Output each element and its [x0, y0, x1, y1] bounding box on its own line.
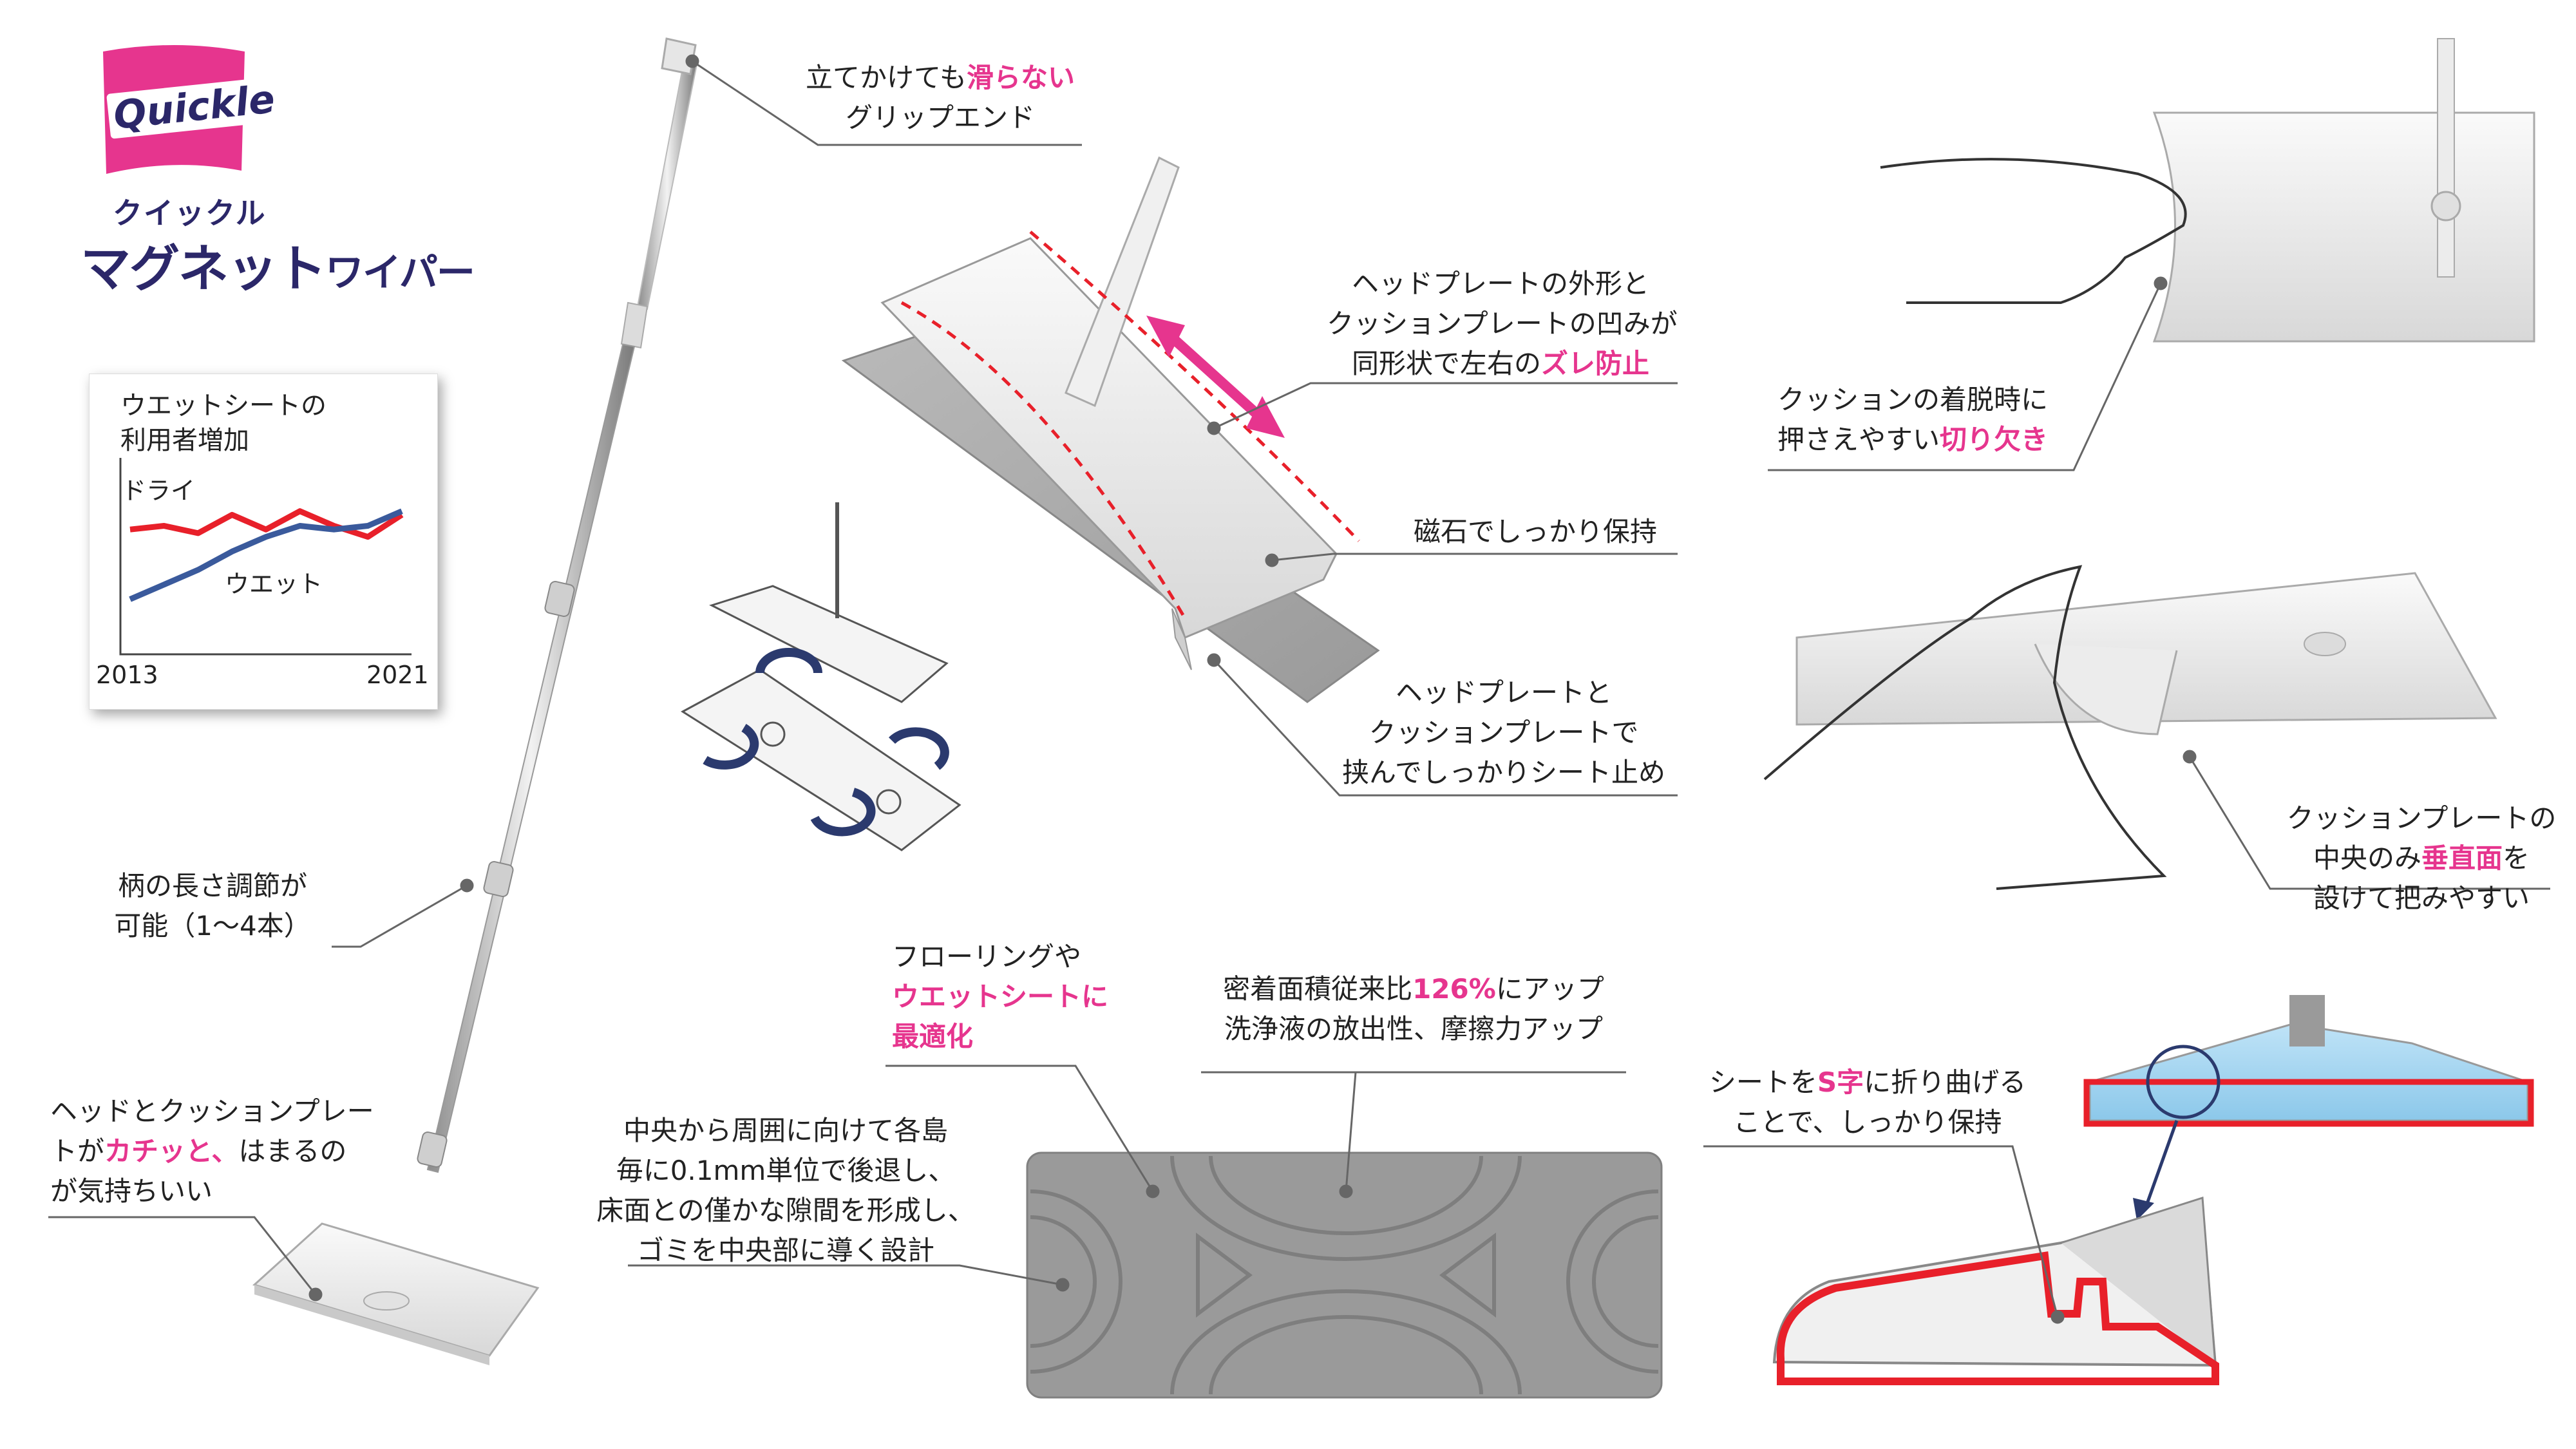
- x-tick-label: 2013: [96, 661, 158, 689]
- chart-series-line-1: [129, 508, 403, 602]
- product-name-sub: ワイパー: [325, 251, 475, 296]
- vertical-face-illustration: [1763, 565, 2497, 890]
- callout-flooring: フローリングや ウエットシートに 最適化: [892, 941, 1109, 1052]
- callout-vertical-face: クッションプレートの 中央のみ垂直面を 設けて把みやすい: [2286, 802, 2557, 914]
- notch-closeup-illustration: [1880, 38, 2535, 343]
- chart-series-line-0: [129, 508, 404, 540]
- chart-axes: [119, 458, 412, 656]
- callout-shape-anti-slip: ヘッドプレートの外形と クッションプレートの凹みが 同形状で左右のズレ防止: [1327, 268, 1678, 379]
- usage-trend-chart: ウエットシートの 利用者増加 2013 2021 ドライ ウエット: [89, 374, 438, 710]
- chart-plot-area: [119, 458, 412, 656]
- chart-title: ウエットシートの 利用者増加: [120, 391, 327, 455]
- callout-contact-area: 密着面積従来比126%にアップ 洗浄液の放出性、摩擦力アップ: [1223, 973, 1604, 1045]
- series-label-wet: ウエット: [225, 570, 323, 598]
- callout-magnet-hold: 磁石でしっかり保持: [1414, 516, 1658, 547]
- product-name-main: マグネット: [80, 240, 327, 298]
- sole-pattern-illustration: [1026, 1151, 1663, 1399]
- brand-logo: Quickle: [97, 39, 282, 187]
- callout-click-fit: ヘッドとクッションプレー トがカチッと、はまるの が気持ちいい: [50, 1095, 374, 1207]
- series-label-dry: ドライ: [122, 477, 196, 505]
- s-fold-cross-section-illustration: [1772, 995, 2534, 1385]
- callout-notch: クッションの着脱時に 押さえやすい切り欠き: [1777, 384, 2049, 455]
- callout-sheet-clamp: ヘッドプレートと クッションプレートで 挟んでしっかりシート止め: [1342, 677, 1665, 788]
- callout-handle-length: 柄の長さ調節が 可能（1～4本）: [114, 870, 311, 942]
- product-name: マグネットワイパー: [80, 229, 475, 301]
- callout-island-design: 中央から周囲に向けて各島 毎に0.1mm単位で後退し、 床面との僅かな隙間を形成…: [596, 1115, 975, 1266]
- exploded-view-illustration: [681, 502, 961, 851]
- callout-grip-end: 立てかけても滑らない グリップエンド: [806, 62, 1075, 133]
- x-tick-label: 2021: [366, 661, 429, 689]
- brand-kana: クイックル: [113, 196, 267, 231]
- head-closeup-illustration: [841, 156, 1380, 703]
- full-wiper-illustration: [252, 37, 698, 1365]
- callout-s-fold: シートをS字に折り曲げる ことで、しっかり保持: [1709, 1066, 2027, 1138]
